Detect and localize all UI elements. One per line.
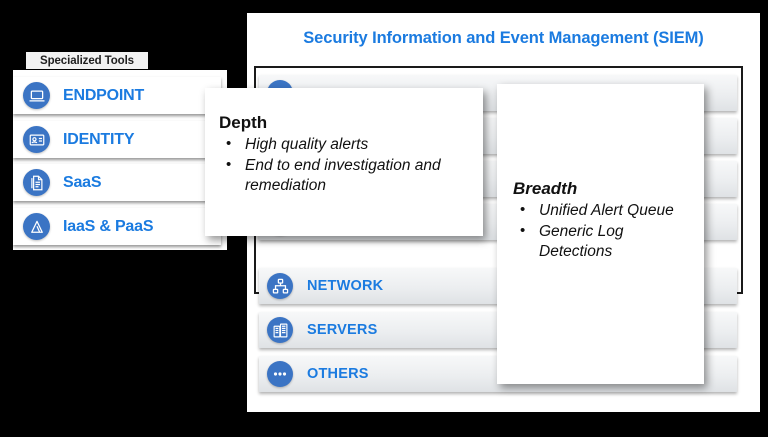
callout-depth-bullet: End to end investigation and remediation	[219, 155, 469, 196]
callout-depth-bullet: High quality alerts	[219, 134, 469, 155]
tool-row-iaas-paas[interactable]: IaaS & PaaS	[13, 208, 221, 245]
callout-breadth-bullets: Unified Alert Queue Generic Log Detectio…	[513, 200, 688, 262]
laptop-icon	[23, 82, 50, 109]
specialized-tools-label-text: Specialized Tools	[40, 54, 134, 67]
document-icon	[23, 169, 50, 196]
callout-breadth-title: Breadth	[513, 179, 578, 198]
tool-row-label: IaaS & PaaS	[63, 217, 154, 235]
tool-row-label: SaaS	[63, 173, 102, 191]
tool-row-identity[interactable]: IDENTITY	[13, 121, 221, 158]
callout-breadth-bullet: Unified Alert Queue	[513, 200, 688, 221]
callout-breadth-bullet: Generic Log Detections	[513, 221, 688, 262]
tool-row-endpoint[interactable]: ENDPOINT	[13, 77, 221, 114]
cloud-triangle-icon	[23, 213, 50, 240]
siem-title: Security Information and Event Managemen…	[303, 29, 704, 47]
tool-row-label: IDENTITY	[63, 130, 135, 148]
specialized-tools-label: Specialized Tools	[26, 52, 148, 69]
callout-depth-bullets: High quality alerts End to end investiga…	[219, 134, 469, 196]
callout-breadth[interactable]: Breadth Unified Alert Queue Generic Log …	[497, 84, 704, 384]
tool-row-saas[interactable]: SaaS	[13, 164, 221, 201]
tool-row-label: ENDPOINT	[63, 86, 145, 104]
id-card-icon	[23, 126, 50, 153]
callout-depth-title: Depth	[219, 113, 268, 132]
callout-depth[interactable]: Depth High quality alerts End to end inv…	[205, 88, 483, 236]
